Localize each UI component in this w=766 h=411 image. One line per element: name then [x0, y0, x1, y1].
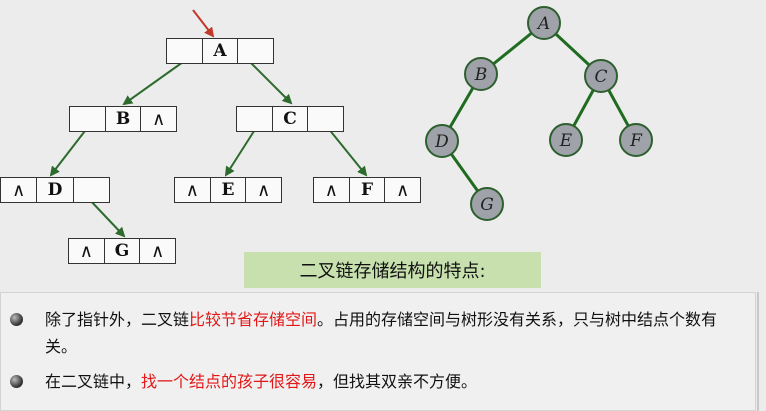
tree-node-label: C [594, 67, 607, 87]
list-node-D: ∧ D [0, 177, 110, 203]
node-data: C [273, 107, 309, 131]
list-node-B: B ∧ [69, 106, 177, 132]
rchild-pointer: ∧ [257, 179, 271, 201]
lchild-pointer [70, 107, 106, 131]
tree-node-E: E [549, 123, 583, 157]
tree-node-C: C [584, 59, 618, 93]
rchild-pointer [74, 178, 109, 202]
tree-node-B: B [464, 57, 498, 91]
lchild-pointer: ∧ [314, 178, 350, 202]
bullet-icon [10, 375, 23, 388]
node-data: B [106, 107, 142, 131]
point-text: 在二叉链中， [45, 372, 142, 391]
rchild-pointer [238, 39, 273, 63]
tree-node-label: A [536, 14, 550, 34]
feature-point-1: 除了指针外，二叉链比较节省存储空间。占用的存储空间与树形没有关系，只与树中结点个… [45, 306, 745, 360]
rchild-pointer: ∧ [151, 240, 165, 262]
panel-edge [757, 292, 759, 411]
list-node-F: ∧ F ∧ [313, 177, 421, 203]
link-A-B [122, 61, 184, 106]
rchild-pointer: ∧ [152, 108, 166, 130]
link-B-D [49, 126, 89, 177]
node-data: D [37, 178, 74, 202]
features-panel [0, 292, 756, 411]
bullet-icon [10, 313, 23, 326]
tree-node-G: G [470, 187, 504, 221]
list-node-E: ∧ E ∧ [174, 177, 282, 203]
rchild-pointer [308, 107, 343, 131]
point-highlight: 比较节省存储空间 [189, 310, 318, 329]
tree-node-label: E [559, 131, 573, 151]
tree-node-label: G [480, 195, 494, 215]
root-pointer-arrow [192, 9, 215, 38]
point-highlight: 找一个结点的孩子很容易 [141, 372, 318, 391]
lchild-pointer [167, 39, 203, 63]
feature-point-2: 在二叉链中，找一个结点的孩子很容易，但找其双亲不方便。 [45, 368, 745, 395]
tree-node-A: A [527, 6, 561, 40]
link-A-C [249, 61, 293, 105]
features-heading: 二叉链存储结构的特点: [244, 252, 541, 288]
rchild-pointer: ∧ [396, 179, 410, 201]
point-text: 除了指针外，二叉链 [45, 310, 190, 329]
lchild-pointer: ∧ [69, 239, 105, 263]
tree-node-D: D [425, 124, 459, 158]
point-text: 。占用的存储空间与树形没有关系，只与树中结点个数有关。 [45, 310, 718, 356]
node-data: A [203, 39, 239, 63]
tree-node-F: F [619, 123, 653, 157]
link-D-G [87, 197, 126, 238]
point-text: ，但找其双亲不方便。 [317, 372, 478, 391]
link-C-E [224, 127, 257, 177]
lchild-pointer: ∧ [175, 178, 211, 202]
list-node-C: C [236, 106, 344, 132]
lchild-pointer [237, 107, 273, 131]
node-data: F [350, 178, 386, 202]
tree-node-label: F [629, 131, 643, 151]
list-node-G: ∧ G ∧ [68, 238, 176, 264]
lchild-pointer: ∧ [1, 178, 38, 202]
link-C-F [327, 127, 368, 177]
node-data: E [211, 178, 247, 202]
list-node-A: A [166, 38, 274, 64]
tree-node-label: D [434, 132, 449, 152]
node-data: G [105, 239, 141, 263]
tree-node-label: B [474, 65, 488, 85]
